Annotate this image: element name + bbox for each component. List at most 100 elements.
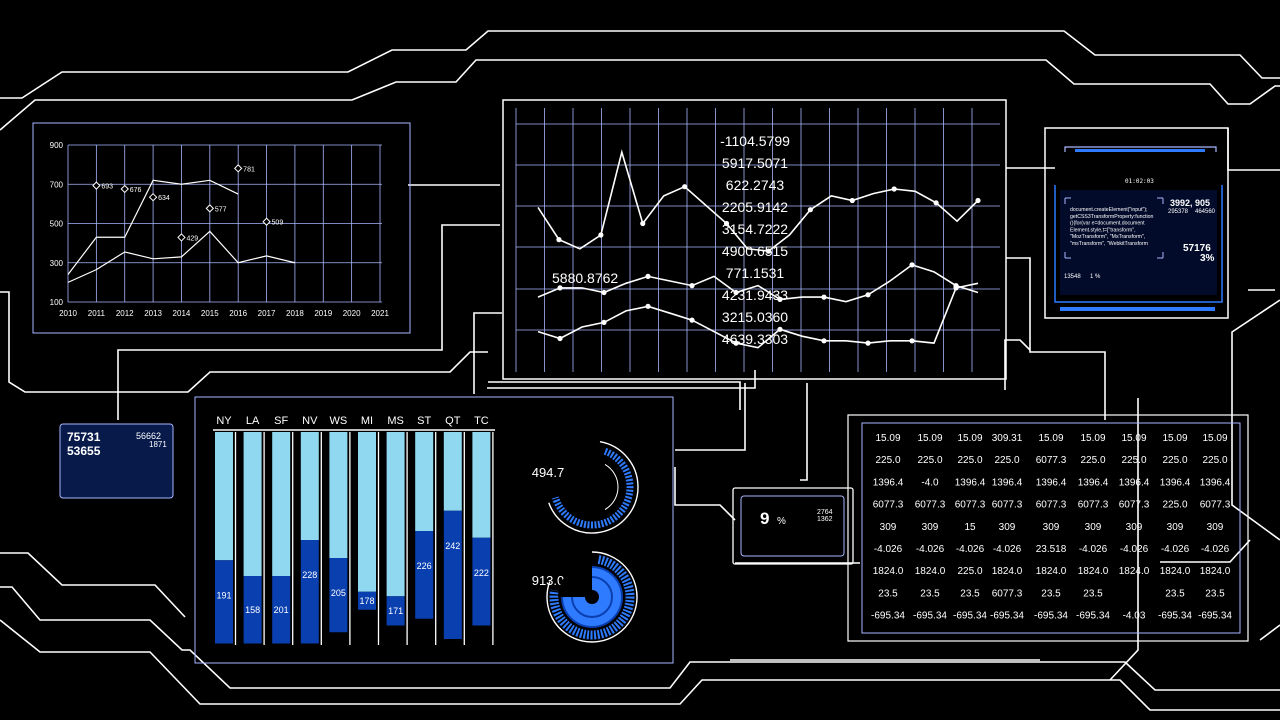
bar-value-label: 205	[331, 588, 346, 598]
overlay-number: 4900.6515	[722, 243, 788, 259]
table-cell: 1824.0	[1200, 566, 1231, 577]
data-point-label: 577	[215, 206, 227, 213]
table-cell: 6077.3	[992, 588, 1023, 599]
gauge-inner-ring	[604, 464, 619, 510]
bar-chart-states: NY191LA158SF201NV228WS205MI178MS171ST226…	[213, 415, 495, 645]
terminal-num-d: 3%	[1200, 253, 1215, 264]
terminal-code: document.createElement("input");getCSS3T…	[1070, 207, 1154, 247]
line-chart-panel	[32, 122, 411, 334]
overlay-number: 771.1531	[726, 265, 785, 281]
table-cell: -695.34	[1076, 611, 1110, 622]
overlay-number: 4231.9433	[722, 287, 788, 303]
terminal-top-bracket	[1064, 146, 1217, 152]
code-line: Element.style,t=["transform",	[1070, 227, 1136, 233]
x-tick-label: 2019	[314, 309, 332, 318]
table-cell: 1396.4	[1078, 477, 1109, 488]
table-cell: 225.0	[1162, 500, 1187, 511]
circuit-lines	[0, 30, 1280, 711]
wave-point	[733, 340, 739, 346]
table-cell: 309	[1126, 522, 1143, 533]
table-cell: 225.0	[957, 455, 982, 466]
table-cell: 225.0	[994, 455, 1019, 466]
wave-series-1	[537, 149, 979, 252]
table-cell: 23.5	[1041, 588, 1061, 599]
code-box	[1064, 197, 1164, 259]
gauge-outer-ring	[548, 441, 639, 534]
table-cell: -695.34	[953, 611, 987, 622]
bar-dark-segment	[472, 537, 491, 626]
data-point-label: 429	[186, 235, 198, 242]
table-cell: 6077.3	[992, 500, 1023, 511]
gauge-fill	[549, 555, 635, 640]
table-cell: 6077.3	[915, 500, 946, 511]
x-tick-label: 2017	[258, 309, 276, 318]
bar-light-segment	[272, 432, 291, 576]
table-cell: 309	[922, 522, 939, 533]
terminal-foot-a: 13548	[1064, 274, 1081, 280]
table-cell: 15.09	[1202, 433, 1227, 444]
table-cell: 23.5	[960, 588, 980, 599]
stat-card-small1: 56662	[136, 431, 161, 441]
wave-point	[689, 317, 695, 323]
table-cell: -4.026	[874, 544, 903, 555]
table-cell: 1396.4	[1036, 477, 1067, 488]
table-cell: 15.09	[1038, 433, 1063, 444]
table-cell: 15.09	[1080, 433, 1105, 444]
table-cell: -4.026	[1079, 544, 1108, 555]
terminal-bottom-bar	[1060, 307, 1215, 311]
table-cell: 309	[1167, 522, 1184, 533]
terminal-num-b2: 464560	[1195, 209, 1216, 215]
bar-dark-segment	[358, 591, 376, 610]
y-tick-label: 700	[50, 180, 64, 189]
bar-category-label: MI	[361, 415, 373, 427]
x-tick-label: 2020	[343, 309, 361, 318]
wave-point	[777, 296, 783, 302]
overlay-number: 3215.0360	[722, 309, 788, 325]
stat-card-big1: 75731	[67, 430, 101, 444]
x-tick-label: 2012	[116, 309, 134, 318]
table-cell: 225.0	[917, 455, 942, 466]
x-tick-label: 2015	[201, 309, 219, 318]
percent-card-unit: %	[777, 516, 786, 527]
data-point-label: 634	[158, 195, 170, 202]
bar-dark-segment	[329, 558, 348, 633]
wave-point	[849, 197, 855, 204]
panel-frames	[32, 99, 1249, 664]
bar-light-segment	[215, 432, 233, 561]
data-point-label: 676	[130, 187, 142, 194]
terminal-num-c: 57176	[1183, 243, 1211, 254]
table-cell: -4.026	[956, 544, 985, 555]
y-tick-label: 500	[50, 220, 64, 229]
table-cell: 23.5	[1083, 588, 1103, 599]
x-tick-label: 2014	[173, 309, 191, 318]
table-cell: -695.34	[913, 611, 947, 622]
gauge-fill	[552, 448, 634, 529]
table-cell: 15.09	[875, 433, 900, 444]
bar-dark-segment	[215, 560, 233, 644]
table-cell: 23.5	[920, 588, 940, 599]
table-cell: -4.026	[1161, 544, 1190, 555]
gauge-cutout	[558, 563, 592, 597]
table-cell: 309	[1085, 522, 1102, 533]
overlay-number: 5917.5071	[722, 155, 788, 171]
code-line: getCSS3TransformProperty:function	[1070, 214, 1154, 220]
bar-light-segment	[386, 432, 405, 597]
x-tick-label: 2010	[59, 309, 77, 318]
table-cell: 6077.3	[1119, 500, 1150, 511]
table-cell: 309.31	[992, 433, 1023, 444]
y-tick-label: 900	[50, 141, 64, 150]
overlay-number: -1104.5799	[720, 133, 790, 149]
bar-value-label: 242	[445, 541, 460, 551]
bar-value-label: 222	[474, 568, 489, 578]
table-cell: 1396.4	[1200, 477, 1231, 488]
wave-chart: -1104.57995917.5071622.27432205.91423154…	[515, 108, 1000, 372]
terminal-num-a: 3992, 905	[1170, 198, 1210, 208]
bar-light-segment	[415, 432, 434, 531]
wave-point	[821, 338, 827, 344]
bar-dark-segment	[243, 576, 262, 644]
table-cell: 225.0	[1121, 455, 1146, 466]
gauge-outer-ring	[546, 551, 638, 643]
bar-value-label: 228	[302, 570, 317, 580]
table-cell: 1396.4	[992, 477, 1023, 488]
